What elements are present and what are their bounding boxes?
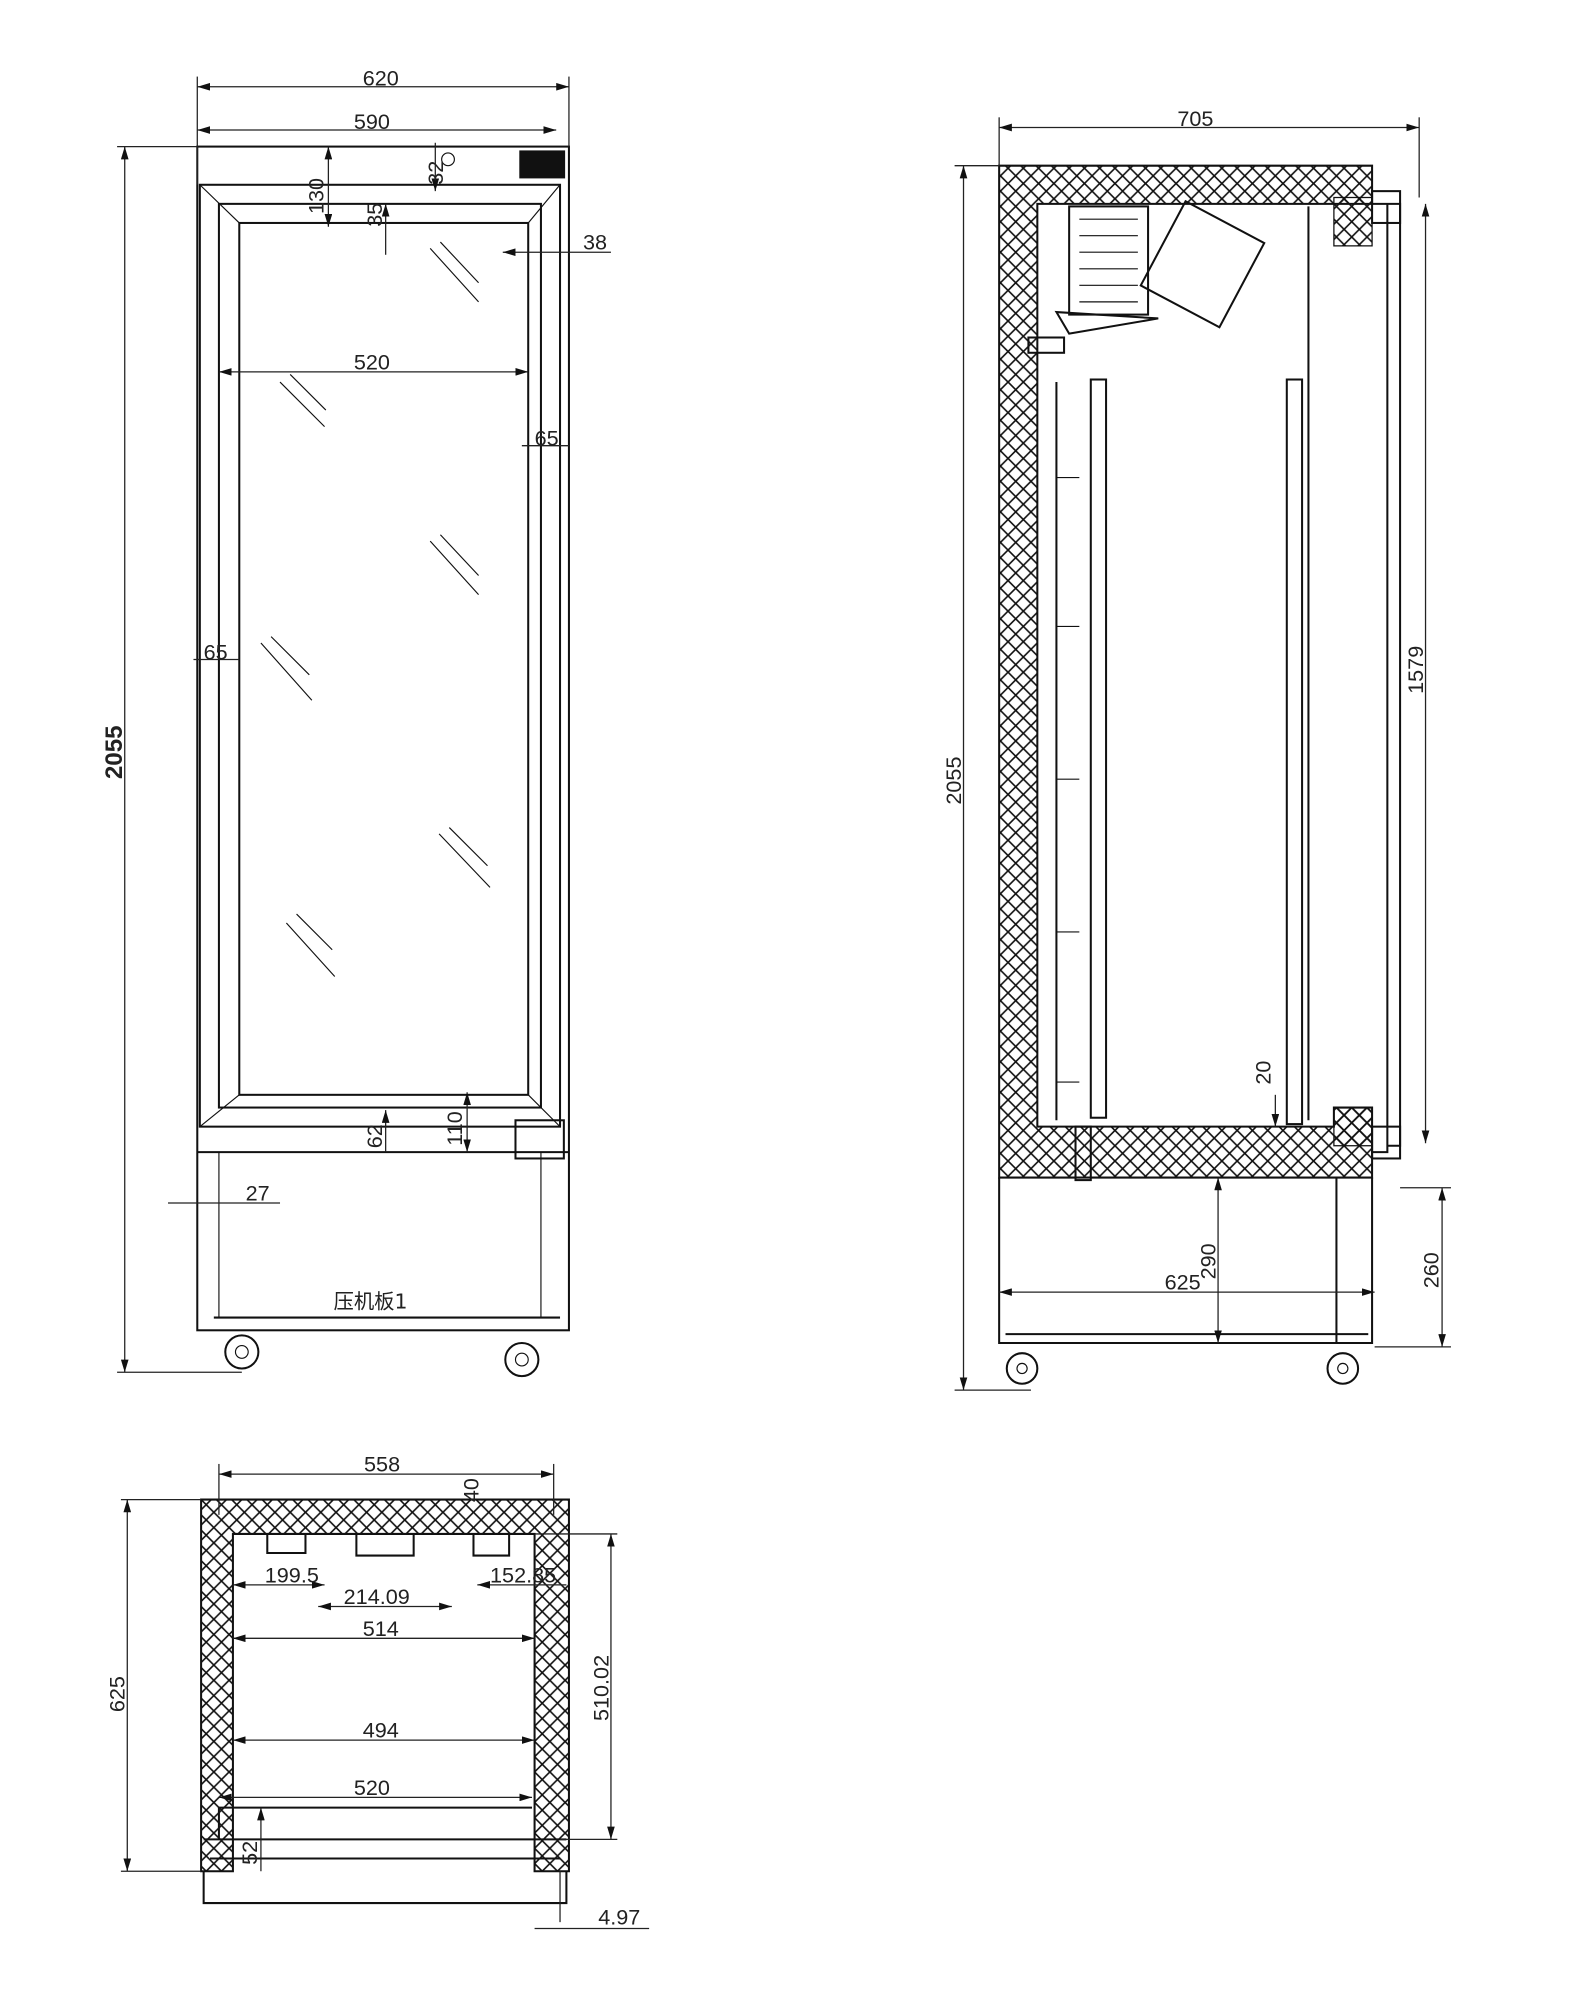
evaporator-icon [1068,205,1150,316]
dim-152-85: 152.85 [490,1562,556,1587]
dim-32: 32 [423,161,448,185]
caster-left-icon [224,1334,260,1370]
dim-2055-front: 2055 [101,725,128,779]
dim-1579: 1579 [1403,646,1428,694]
side-view: 705 2055 1579 20 290 625 260 [941,106,1451,1391]
dim-40: 40 [459,1478,484,1502]
compressor-panel-label: 压机板1 [333,1290,407,1314]
dim-705: 705 [1177,106,1213,131]
dim-514: 514 [363,1616,399,1641]
dim-214-09: 214.09 [344,1584,410,1609]
dim-520-top: 520 [354,1775,390,1800]
front-view: 620 590 130 32 35 38 520 65 65 2055 62 1… [101,65,611,1378]
control-panel-icon [519,150,566,179]
dim-625-top: 625 [105,1676,130,1712]
dim-590: 590 [354,109,390,134]
dim-260: 260 [1418,1252,1443,1288]
caster-side-left-icon [1005,1352,1039,1385]
dim-4-97: 4.97 [598,1905,640,1930]
fan-icon [1139,199,1266,329]
glass-reflection-marks [260,241,491,977]
dim-110: 110 [442,1111,467,1145]
dim-199-5: 199.5 [265,1562,319,1587]
caster-right-icon [504,1342,540,1378]
dim-20: 20 [1250,1061,1275,1085]
dim-625-side: 625 [1165,1270,1201,1295]
dim-290: 290 [1196,1243,1221,1279]
dim-65-left: 65 [204,640,228,665]
shelf-rail-back [1285,378,1304,1126]
top-view: 558 40 199.5 214.09 152.85 514 494 520 6… [105,1452,650,1930]
shelf-rail-front [1089,378,1108,1119]
dim-2055-side: 2055 [941,757,966,805]
dim-494: 494 [363,1718,399,1743]
dim-27: 27 [246,1180,270,1205]
dim-510-02: 510.02 [588,1655,613,1721]
dim-52: 52 [237,1841,262,1865]
dim-520: 520 [354,349,390,374]
caster-side-right-icon [1326,1352,1360,1385]
dim-35: 35 [362,203,387,227]
dim-620: 620 [363,65,399,90]
dim-130: 130 [303,178,328,214]
dim-62: 62 [362,1124,387,1148]
dim-65-right: 65 [535,426,559,451]
dim-38: 38 [583,230,607,255]
dim-558: 558 [364,1452,400,1477]
